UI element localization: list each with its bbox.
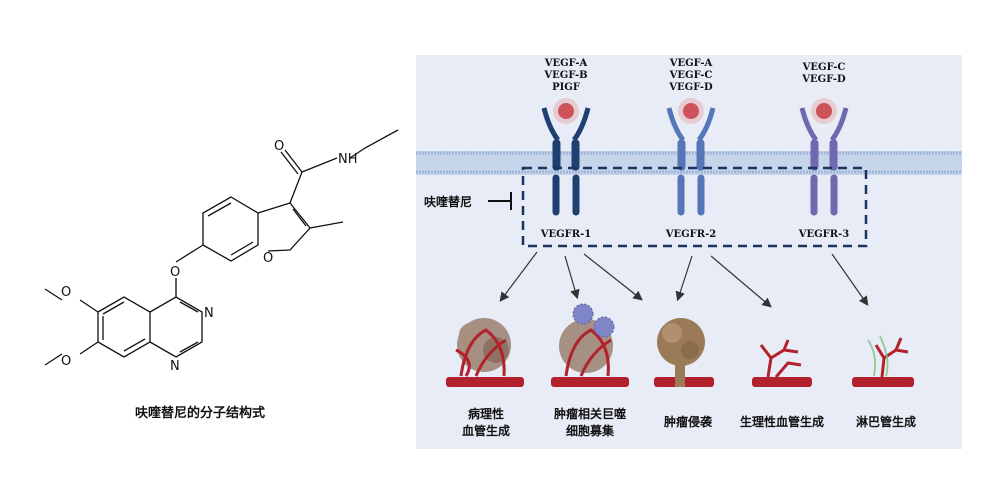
fruquintinib-structure: O O O N N O O NH [44,129,399,374]
ligand-dot-2 [683,103,699,119]
receptor-vegfr2 [666,98,716,216]
ligand-dot-1 [558,103,574,119]
molecule-bonds [44,129,399,366]
atom-o-methoxy2: O [61,354,71,369]
outcome-label-1: 病理性 血管生成 [461,407,510,438]
outcome-illustration-2 [551,303,629,387]
outcome-illustration-4 [752,339,812,387]
molecule-caption: 呋喹替尼的分子结构式 [134,406,265,421]
atom-o-ether: O [170,265,180,280]
atom-o-furan: O [263,251,273,266]
receptor-name-1: VEGFR-1 [540,229,592,240]
outcome-illustration-5 [852,335,914,387]
pathway-arrows [499,251,869,308]
atom-nh: NH [338,152,358,167]
outcome-label-2: 肿瘤相关巨噬 细胞募集 [553,407,626,438]
ligand-label-3: VEGF-C VEGF-D [802,62,846,85]
outcome-label-3: 肿瘤侵袭 [663,415,712,429]
ligand-dot-3 [816,103,832,119]
inhibitor-label: 呋喹替尼 [424,195,473,209]
receptor-vegfr3 [799,98,849,216]
ligand-label-2: VEGF-A VEGF-C VEGF-D [669,58,713,93]
outcome-illustration-3 [654,318,714,387]
ligand-label-1: VEGF-A VEGF-B PIGF [544,58,588,93]
receptor-name-3: VEGFR-3 [798,229,850,240]
outcome-label-4: 生理性血管生成 [739,415,824,429]
receptor-name-2: VEGFR-2 [665,229,717,240]
inhibition-box [521,166,868,248]
pathway-graphics [416,98,962,387]
outcome-label-5: 淋巴管生成 [855,415,916,429]
atom-o-methoxy1: O [61,285,71,300]
atom-n1: N [204,306,214,321]
inhibition-bar [488,192,512,210]
receptor-vegfr1 [541,98,591,216]
cell-membrane [416,151,962,175]
outcome-illustration-1 [446,318,524,387]
atom-o-carbonyl: O [274,139,284,154]
atom-n3: N [170,359,180,374]
